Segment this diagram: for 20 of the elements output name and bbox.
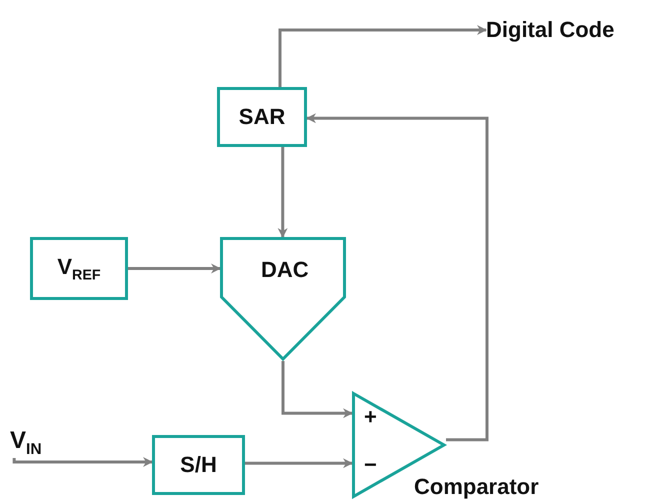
block-box	[152, 435, 245, 495]
arrow	[282, 361, 353, 418]
block-label: V$_{REF}$	[57, 254, 101, 284]
dac-pentagon	[220, 237, 346, 361]
block-label: SAR	[238, 104, 286, 130]
arrow	[278, 147, 288, 238]
arrow	[12, 457, 153, 467]
input-sign: −	[364, 452, 377, 478]
block-caption: Comparator	[414, 474, 539, 500]
block-label: DAC	[261, 257, 309, 283]
block-box	[217, 87, 307, 147]
block-box	[30, 237, 128, 300]
input-sign: +	[364, 404, 377, 430]
signal-label: V$_{IN}$	[10, 424, 70, 458]
arrow	[128, 264, 221, 274]
signal-label: Digital Code	[486, 14, 651, 46]
arrow	[245, 458, 353, 468]
block-label: S/H	[180, 452, 217, 478]
arrow	[278, 25, 487, 87]
arrow	[306, 113, 488, 442]
